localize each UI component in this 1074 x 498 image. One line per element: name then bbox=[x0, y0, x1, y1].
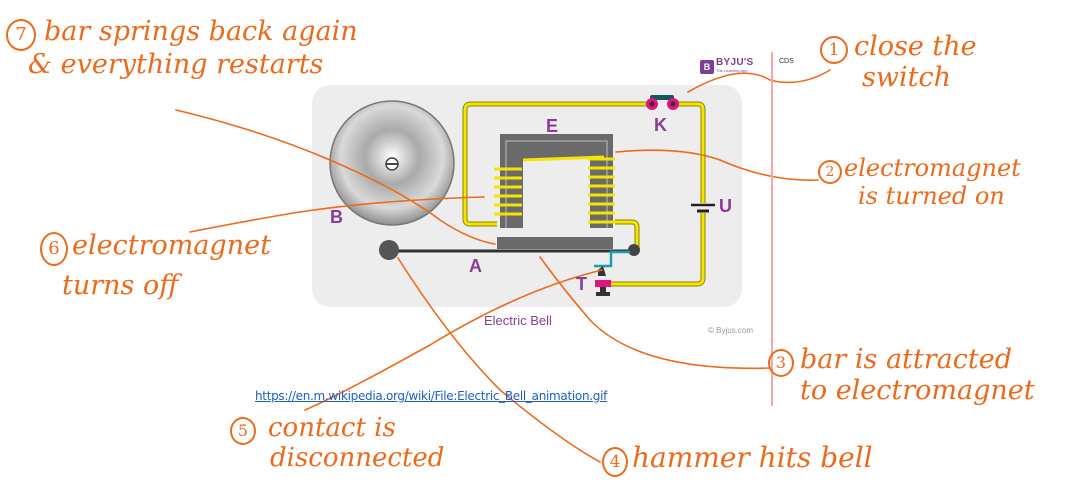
margin-line bbox=[771, 52, 773, 406]
coil-right bbox=[588, 157, 615, 224]
brand-logo: B BYJU'S The Learning App bbox=[700, 57, 754, 75]
switch-k[interactable] bbox=[646, 95, 679, 110]
brand-tagline: The Learning App bbox=[716, 68, 748, 73]
label-battery: U bbox=[719, 196, 732, 216]
copyright-text: © Byjus.com bbox=[708, 326, 754, 335]
pointer-2 bbox=[615, 149, 819, 181]
label-switch: K bbox=[654, 115, 667, 135]
brand-icon: B bbox=[700, 60, 714, 74]
step-number: 1 bbox=[820, 36, 848, 64]
annotation-pointers bbox=[175, 69, 831, 463]
corner-tag: CDS bbox=[779, 58, 794, 65]
pointer-7 bbox=[175, 109, 496, 245]
pointer-4 bbox=[397, 257, 601, 463]
step-number: 7 bbox=[6, 19, 36, 51]
contact-t bbox=[594, 250, 630, 296]
step-number: 6 bbox=[40, 232, 68, 266]
coil-left bbox=[494, 167, 522, 216]
pointer-3 bbox=[539, 256, 771, 370]
source-link[interactable]: https://en.m.wikipedia.org/wiki/File:Ele… bbox=[255, 389, 608, 403]
brand-name: BYJU'S bbox=[716, 57, 754, 68]
battery-u bbox=[690, 203, 716, 213]
step-number: 4 bbox=[602, 447, 628, 477]
pointer-6 bbox=[189, 196, 485, 233]
label-armature: A bbox=[469, 256, 482, 276]
pointer-5 bbox=[304, 269, 603, 411]
label-contact: T bbox=[576, 274, 587, 294]
step-number: 3 bbox=[768, 349, 794, 377]
pointer-1 bbox=[687, 69, 831, 93]
step-number: 2 bbox=[818, 160, 842, 184]
label-bell: B bbox=[330, 207, 343, 227]
label-electromagnet: E bbox=[546, 116, 559, 136]
armature-a bbox=[379, 237, 640, 260]
step-number: 5 bbox=[230, 417, 256, 445]
diagram-caption: Electric Bell bbox=[484, 313, 552, 328]
hammer bbox=[379, 240, 399, 260]
